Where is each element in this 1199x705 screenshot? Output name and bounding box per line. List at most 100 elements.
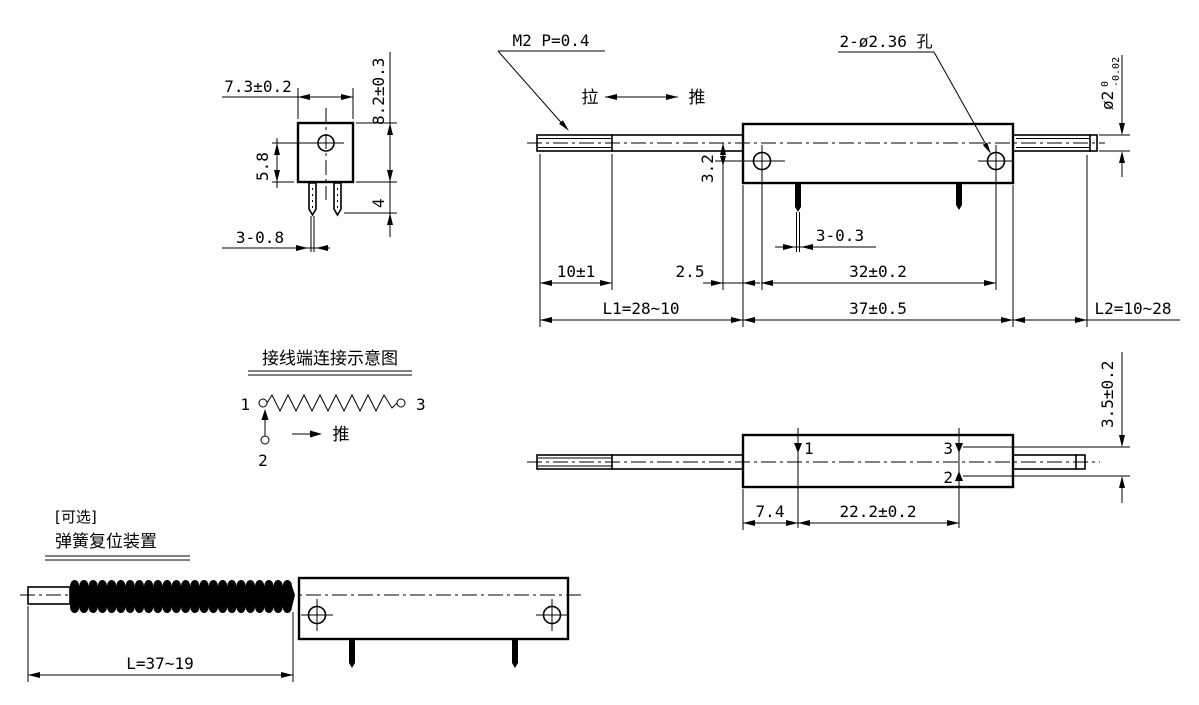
optional-tag: [可选] [55, 508, 97, 526]
arrowhead [28, 672, 40, 678]
dim-l2: L2=10~28 [1094, 299, 1171, 318]
shaft-dia-tol-upper: 0 [1100, 81, 1111, 87]
arrowhead [281, 672, 293, 678]
terminal-3-marker [955, 443, 963, 453]
arrowhead [711, 280, 723, 286]
arrowhead [1013, 317, 1025, 323]
resistor-zigzag [266, 393, 398, 413]
leader-arrowhead [559, 120, 569, 131]
schematic-terminal-3: 3 [416, 395, 426, 414]
dim-end-width: 7.3±0.2 [224, 77, 291, 96]
arrowhead [1001, 317, 1013, 323]
spring-return-view: [可选] 弹簧复位装置 L=37~19 [20, 508, 585, 682]
arrowhead [387, 123, 393, 135]
thread-spec-note: M2 P=0.4 [512, 31, 589, 50]
arrowhead [743, 317, 755, 323]
wiring-schematic: 接线端连接示意图 1 3 2 推 [240, 349, 425, 470]
body-outline [741, 433, 1015, 489]
arrowhead [1119, 476, 1125, 488]
arrowhead [296, 245, 308, 251]
arrowhead [743, 520, 755, 526]
right-shaft [1012, 134, 1098, 152]
dim-end-height: 8.2±0.3 [369, 58, 388, 125]
leader-line [933, 51, 990, 151]
arrowhead [783, 244, 795, 250]
arrowhead [540, 317, 552, 323]
end-view: 7.3±0.2 5.8 8.2±0.3 4 3-0.8 [222, 52, 397, 252]
schematic-title: 接线端连接示意图 [262, 349, 398, 369]
shaft-dia-dim: ø2 0 -0.02 [1098, 57, 1122, 110]
terminal-node-1 [258, 398, 268, 408]
arrowhead [274, 170, 280, 182]
arrowhead [786, 520, 798, 526]
terminal-1-label: 1 [804, 439, 814, 458]
arrowhead [1119, 123, 1125, 135]
push-label: 推 [689, 88, 706, 108]
wiper-arrowhead [261, 409, 269, 420]
shaft-dia-value: ø2 [1098, 91, 1117, 110]
terminal-position-view: 1 3 2 3.5±0.2 7.4 22.2±0.2 [527, 352, 1130, 530]
arrowhead [984, 280, 996, 286]
arrowhead [298, 94, 310, 100]
spring-caption: 弹簧复位装置 [55, 532, 157, 552]
arrowhead [720, 156, 726, 166]
end-view-pin-left [308, 182, 317, 217]
arrowhead [274, 143, 280, 155]
arrowhead [801, 244, 813, 250]
arrowhead [316, 245, 328, 251]
dim-hole-offset: 3.2 [698, 154, 717, 183]
dim-body-length: 37±0.5 [849, 299, 907, 318]
dim-spring-length: L=37~19 [126, 654, 193, 673]
arrowhead [540, 280, 552, 286]
holes-note: 2-ø2.36 孔 [839, 32, 932, 51]
terminal-node-2 [260, 435, 270, 445]
terminal-1-marker [794, 443, 802, 453]
terminal-2-marker [955, 471, 963, 481]
pin-left [349, 639, 355, 668]
right-shaft [1012, 454, 1086, 470]
dim-end-pin: 3-0.8 [236, 228, 284, 247]
leader-arrowhead [982, 142, 991, 154]
arrowhead [341, 94, 353, 100]
main-body-outline [741, 122, 1015, 185]
arrowhead [1119, 151, 1125, 163]
dim-l1: L1=28~10 [602, 299, 679, 318]
dim-terminal-32: 3.5±0.2 [1098, 361, 1117, 428]
terminal-3-label: 3 [943, 439, 953, 458]
arrowhead [798, 520, 810, 526]
push-direction-arrowhead [310, 430, 322, 438]
schematic-push-label: 推 [333, 425, 350, 445]
dim-pin-width: 3-0.3 [816, 226, 864, 245]
leader-line [497, 50, 567, 129]
arrowhead [666, 94, 678, 100]
dim-hole-spacing: 32±0.2 [849, 262, 907, 281]
dim-terminal-1-offset: 7.4 [756, 502, 785, 521]
main-side-view: M2 P=0.4 拉 推 2-ø2.36 孔 ø2 0 -0.02 3.2 [497, 31, 1180, 327]
terminal-2-label: 2 [943, 468, 953, 487]
pin-right [956, 183, 962, 210]
end-view-pin-right [333, 182, 342, 217]
return-spring-coil [70, 579, 295, 614]
arrowhead [387, 170, 393, 182]
dim-pin-length: 4 [369, 198, 388, 208]
arrowhead [600, 280, 612, 286]
arrowhead [605, 94, 617, 100]
pin-left [795, 183, 801, 212]
dim-thread-length: 10±1 [557, 262, 596, 281]
schematic-terminal-1: 1 [240, 395, 250, 414]
terminal-node-3 [396, 398, 406, 408]
arrowhead [947, 520, 959, 526]
arrowhead [387, 213, 393, 225]
arrowhead [731, 317, 743, 323]
arrowhead [720, 143, 726, 155]
arrowhead [1119, 435, 1125, 447]
schematic-terminal-2: 2 [258, 451, 268, 470]
dim-terminal-span: 22.2±0.2 [839, 502, 916, 521]
pull-label: 拉 [582, 88, 599, 108]
body-outline [297, 576, 570, 641]
arrowhead [743, 280, 755, 286]
pin-right [512, 639, 518, 668]
dim-gap: 2.5 [676, 262, 705, 281]
